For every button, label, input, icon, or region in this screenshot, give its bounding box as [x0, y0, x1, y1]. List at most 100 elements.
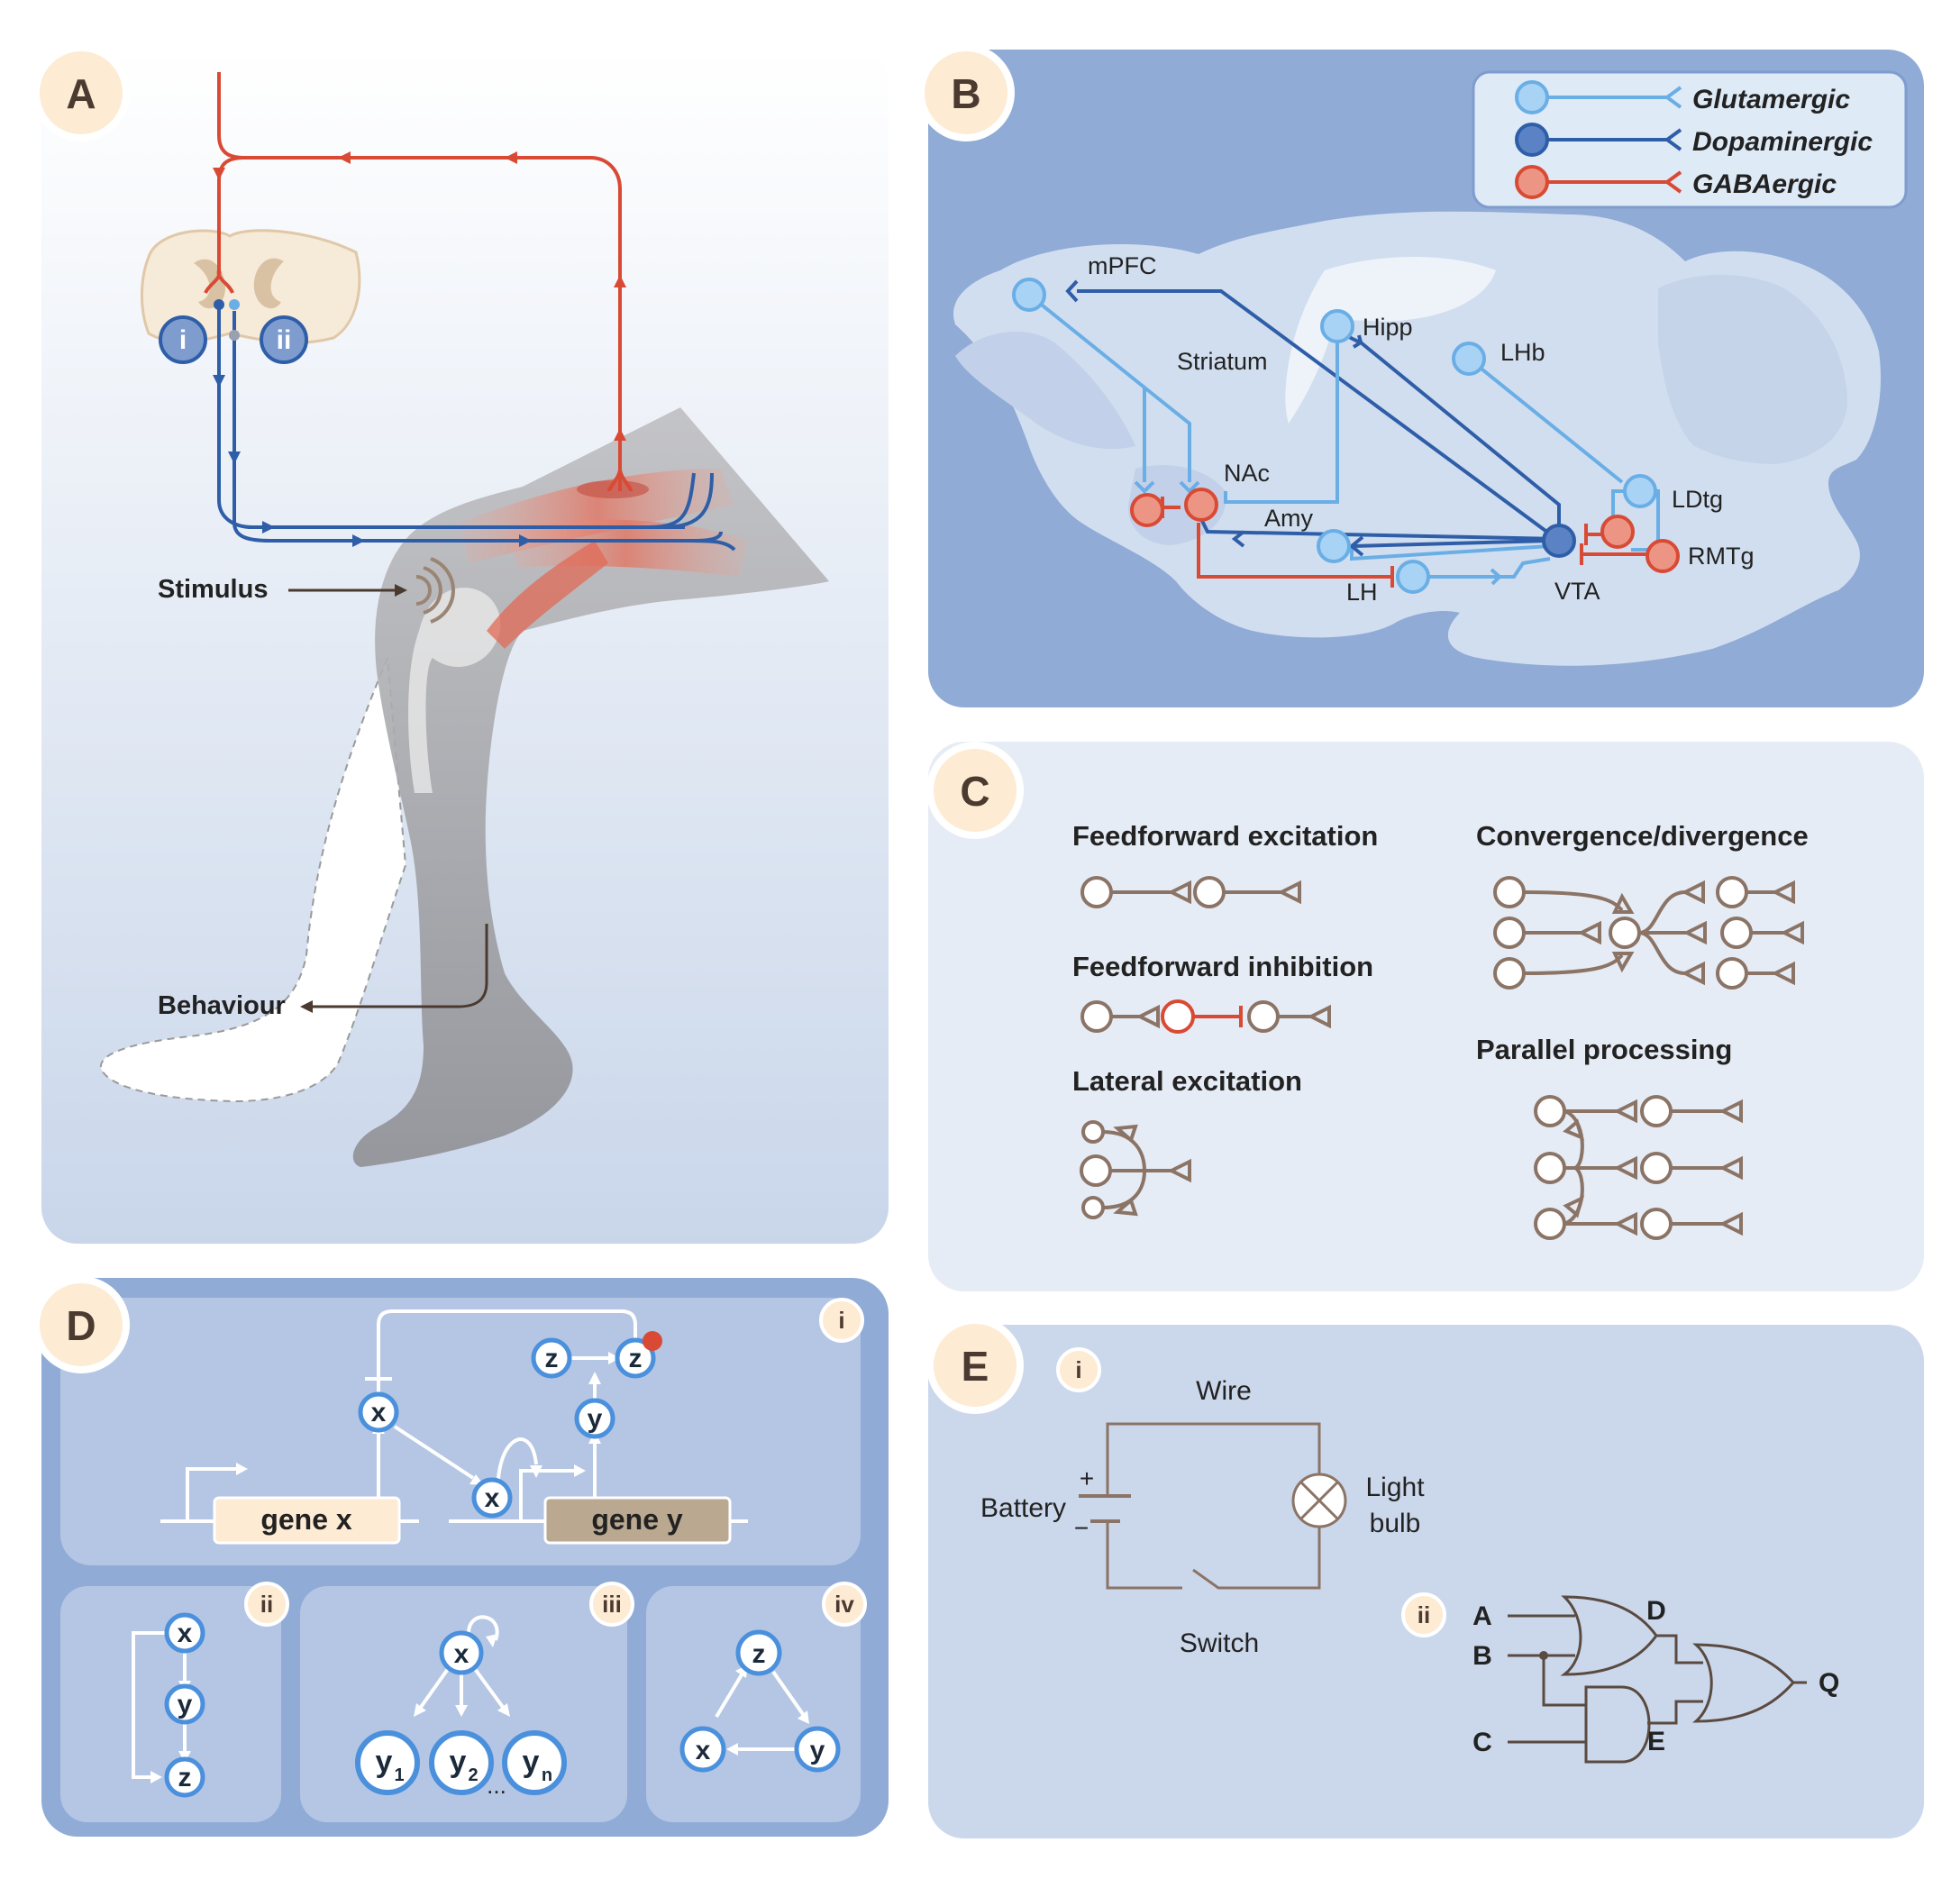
- legend-label-dopaminergic: Dopaminergic: [1692, 127, 1873, 157]
- interneuron-dot-2: [229, 330, 240, 341]
- motif-parallel-diagram: [1534, 1095, 1743, 1240]
- motif-label-ff-inhibition: Feedforward inhibition: [1072, 951, 1373, 982]
- d-ii-node-z-label: z: [178, 1763, 192, 1792]
- d-i-node-x-top-label: x: [371, 1398, 387, 1427]
- legend: Glutamergic Dopaminergic GABAergic: [1472, 70, 1908, 209]
- d-ii-node-z: z: [164, 1756, 205, 1798]
- gate-output-q: Q: [1819, 1668, 1839, 1698]
- gate-input-b: B: [1472, 1641, 1492, 1671]
- badge-a: A: [32, 44, 130, 141]
- panel-e-ii-badge: ii: [1401, 1592, 1446, 1637]
- panel-b: Glutamergic Dopaminergic GABAergic: [928, 50, 1924, 707]
- neuron-ldtg: [1623, 474, 1657, 508]
- badge-a-label: A: [66, 70, 96, 117]
- gate-output-d: D: [1646, 1596, 1666, 1626]
- stimulus-waves-icon: [415, 557, 455, 624]
- badge-b-label: B: [951, 70, 980, 117]
- neuron-vta-gaba: [1600, 515, 1635, 549]
- d-iii-node-y1: y 1: [355, 1730, 420, 1795]
- light-bulb-label-line1: Light: [1365, 1473, 1425, 1502]
- motif-ff-excitation-diagram: [1080, 876, 1301, 908]
- motor-neuron-dot: [214, 299, 224, 310]
- neuron-mpfc: [1012, 278, 1046, 312]
- badge-e-label: E: [962, 1343, 989, 1390]
- neuron-lhb: [1452, 342, 1486, 376]
- panel-d-iii-label: iii: [602, 1591, 622, 1618]
- motif-label-lateral-excitation: Lateral excitation: [1072, 1065, 1302, 1097]
- d-iv-node-y-label: y: [810, 1736, 825, 1765]
- badge-d-label: D: [66, 1302, 96, 1349]
- badge-i-label: i: [179, 325, 187, 355]
- light-bulb-icon: [1291, 1473, 1347, 1528]
- knee-bones: [408, 588, 501, 793]
- behaviour-label: Behaviour: [158, 991, 286, 1020]
- panel-c: Feedforward excitation Feedforward inhib…: [928, 742, 1924, 1291]
- d-i-node-z-right-label: z: [629, 1344, 643, 1373]
- legend-item-dopaminergic: Dopaminergic: [1515, 123, 1873, 157]
- panel-e: i ii + − Wire Battery Light bulb Switch: [928, 1325, 1924, 1838]
- panel-c-background: [928, 742, 1924, 1291]
- afferent-arrows: [213, 151, 626, 441]
- region-label-lh: LH: [1346, 579, 1378, 606]
- d-iii-node-x: x: [439, 1630, 484, 1675]
- d-i-node-x-bottom-label: x: [485, 1483, 500, 1513]
- panel-d-iii-badge: iii: [589, 1582, 634, 1627]
- region-label-mpfc: mPFC: [1088, 252, 1157, 279]
- badge-i: i: [159, 315, 207, 364]
- panel-d: i ii iii iv: [41, 1278, 889, 1837]
- region-label-nac: NAc: [1224, 460, 1270, 487]
- panel-d-iv-label: iv: [834, 1591, 854, 1618]
- gabaergic-neuron-icon: [1515, 165, 1549, 199]
- neuron-hipp: [1320, 309, 1354, 343]
- simple-circuit: [1079, 1422, 1321, 1590]
- d-iv-node-y: y: [794, 1726, 841, 1773]
- panel-e-i-badge: i: [1056, 1347, 1101, 1392]
- battery-minus-sign: −: [1074, 1514, 1089, 1542]
- panel-d-iii-arrowheads: [414, 1634, 510, 1717]
- legend-label-gabaergic: GABAergic: [1692, 169, 1837, 199]
- panel-d-i-box: [60, 1298, 861, 1565]
- neuron-nac: [1184, 488, 1218, 522]
- panel-d-ii-edges: [132, 1631, 187, 1779]
- d-i-node-y-label: y: [588, 1404, 603, 1434]
- interneuron-dot: [229, 299, 240, 310]
- d-ii-node-y-label: y: [178, 1690, 193, 1719]
- neuron-rmtg: [1645, 539, 1680, 573]
- junction-dot: [1539, 1651, 1548, 1660]
- gene-x-label: gene x: [260, 1503, 352, 1536]
- legend-item-gabaergic: GABAergic: [1515, 165, 1837, 199]
- d-iii-node-y1-sub: 1: [394, 1765, 404, 1785]
- badge-c: C: [926, 742, 1024, 839]
- panel-d-ii-label: ii: [260, 1591, 273, 1618]
- gene-y-box: [543, 1496, 732, 1545]
- hippocampus-shape: [1285, 257, 1496, 424]
- efferent-arrows: [213, 375, 532, 547]
- motif-ff-inhibition-diagram: [1080, 999, 1331, 1034]
- d-iii-node-y2-label: y: [450, 1745, 467, 1779]
- battery-plus-sign: +: [1080, 1464, 1094, 1492]
- behaviour-arrow: [311, 924, 488, 1008]
- stimulus-arrowhead: [395, 584, 407, 597]
- panel-e-i-label: i: [1075, 1356, 1081, 1383]
- panel-d-iv-box: [646, 1586, 861, 1822]
- neuron-amy: [1317, 529, 1351, 563]
- panel-a: i ii Stimulus Behaviour: [41, 50, 889, 1244]
- region-label-ldtg: LDtg: [1672, 486, 1723, 513]
- d-iii-node-x-label: x: [454, 1639, 469, 1669]
- panel-e-ii-label: ii: [1418, 1601, 1430, 1628]
- motif-label-ff-excitation: Feedforward excitation: [1072, 820, 1378, 852]
- gene-x-box: [213, 1496, 401, 1545]
- glutamergic-neuron-icon: [1515, 80, 1549, 114]
- panel-d-iv-edges: [715, 1670, 807, 1751]
- panel-d-i-label: i: [838, 1307, 844, 1334]
- shin-muscle: [487, 541, 608, 649]
- region-label-amy: Amy: [1264, 505, 1314, 532]
- gate-input-a: A: [1472, 1601, 1492, 1631]
- d-iii-node-yn-label: y: [523, 1745, 540, 1779]
- d-iii-node-y2: y 2: [429, 1730, 494, 1795]
- behaviour-arrowhead: [300, 1000, 313, 1013]
- d-iv-node-z: z: [735, 1629, 782, 1676]
- battery-label: Battery: [980, 1493, 1066, 1523]
- switch-label: Switch: [1180, 1628, 1259, 1658]
